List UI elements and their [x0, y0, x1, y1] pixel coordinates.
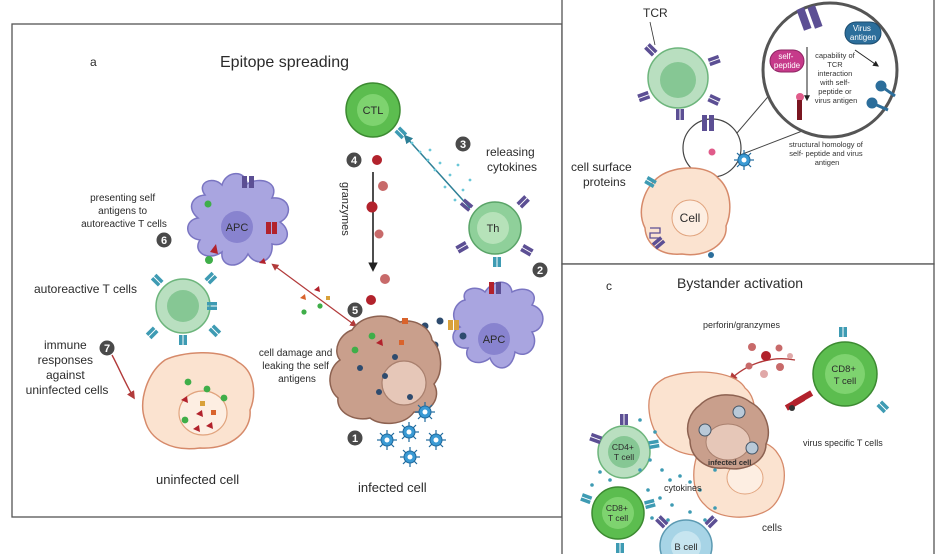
homology-label: structural homology of self- peptide and…	[789, 140, 865, 167]
svg-text:3: 3	[460, 139, 466, 151]
cd8-bottom-t-cell: CD8+ T cell	[580, 486, 656, 553]
cell-surface-label: cell surface proteins	[571, 160, 635, 189]
svg-text:2: 2	[537, 265, 543, 277]
svg-text:1: 1	[352, 433, 358, 445]
panel-a: a Epitope spreading CTL	[11, 23, 563, 518]
granzymes-path: granzymes	[339, 155, 390, 305]
cell-label: Cell	[680, 211, 701, 225]
cd8-top-t-cell: CD8+ T cell	[784, 327, 890, 414]
cd8-top-label: CD8+ T cell	[831, 364, 858, 387]
svg-text:4: 4	[351, 155, 358, 167]
virus-icon	[733, 149, 755, 171]
tcr-label: TCR	[643, 6, 668, 20]
panel-c: c Bystander activation perforin/granzyme…	[561, 263, 935, 554]
svg-text:7: 7	[104, 343, 110, 355]
granzyme-spray	[728, 343, 796, 382]
th-label: Th	[487, 223, 500, 235]
releasing-label: releasing cytokines	[486, 145, 538, 174]
cd4-label: CD4+ T cell	[612, 442, 636, 462]
step-badges: 1 2 3 4 5 6 7	[98, 135, 549, 447]
svg-text:5: 5	[352, 305, 358, 317]
cytokines-label: cytokines	[664, 483, 702, 493]
apc-left-label: APC	[226, 222, 249, 234]
magnified-view: Virus antigen self- peptide capability o…	[761, 1, 899, 139]
magnify-connector-bottom	[739, 127, 811, 156]
apc-right-label: APC	[483, 334, 506, 346]
panel-a-letter: a	[90, 55, 97, 69]
panel-b: TCR Virus antigen	[561, 0, 935, 265]
step-2-badge: 2	[531, 261, 549, 279]
granzymes-label: granzymes	[339, 182, 351, 236]
antigen-exchange-arrow	[271, 263, 358, 327]
panel-a-title: Epitope spreading	[220, 54, 349, 71]
step-5-badge: 5	[346, 301, 364, 319]
uninfected-cell-label: uninfected cell	[156, 472, 239, 487]
capability-label: capability of TCR interaction with self-…	[815, 51, 858, 105]
cytokine-dots	[590, 418, 717, 522]
presenting-label: presenting self antigens to autoreactive…	[81, 193, 167, 230]
panel-c-infected-label: infected cell	[708, 458, 751, 467]
step-1-badge: 1	[346, 429, 364, 447]
apc-left-cell: APC	[187, 172, 290, 266]
b-cell-label: B cell	[674, 542, 697, 553]
ctl-cell: CTL	[345, 82, 408, 140]
damage-label: cell damage and leaking the self antigen…	[259, 348, 335, 385]
autoreactive-label: autoreactive T cells	[34, 282, 137, 296]
virus-antigen-label: Virus antigen	[850, 24, 876, 42]
cytokine-flow-arrow	[403, 134, 472, 209]
immune-label: immune responses against uninfected cell…	[26, 338, 109, 397]
svg-text:6: 6	[161, 235, 167, 247]
step-3-badge: 3	[454, 135, 472, 153]
autoreactive-t-cell	[145, 271, 222, 345]
virus-specific-label: virus specific T cells	[803, 438, 883, 448]
ctl-label: CTL	[363, 105, 384, 117]
antigen-fragments	[259, 258, 330, 315]
cd4-t-cell: CD4+ T cell	[589, 414, 660, 479]
tcr-t-cell	[637, 21, 721, 120]
perforin-label: perforin/granzymes	[703, 320, 781, 330]
step-6-badge: 6	[155, 231, 173, 249]
infected-cell	[329, 315, 442, 425]
presented-antigen	[205, 256, 213, 264]
th-cell: Th	[455, 195, 534, 267]
infected-cell-label: infected cell	[358, 480, 427, 495]
cells-label: cells	[762, 523, 782, 534]
panel-c-letter: c	[606, 279, 612, 293]
apc-right-cell: APC	[421, 281, 544, 369]
panel-c-infected-cell: infected cell	[686, 394, 770, 470]
magnify-connector-top	[736, 91, 773, 134]
panel-a-frame	[11, 23, 563, 518]
uninfected-cell	[141, 352, 255, 450]
panel-c-title: Bystander activation	[677, 275, 803, 291]
surface-protein-cell: Cell	[640, 167, 731, 258]
cd8-bottom-label: CD8+ T cell	[606, 503, 630, 523]
step-7-badge: 7	[98, 339, 116, 357]
b-cell: B cell	[655, 515, 718, 554]
immune-response-arrow	[111, 354, 135, 400]
self-peptide-label: self- peptide	[774, 52, 801, 70]
step-4-badge: 4	[345, 151, 363, 169]
